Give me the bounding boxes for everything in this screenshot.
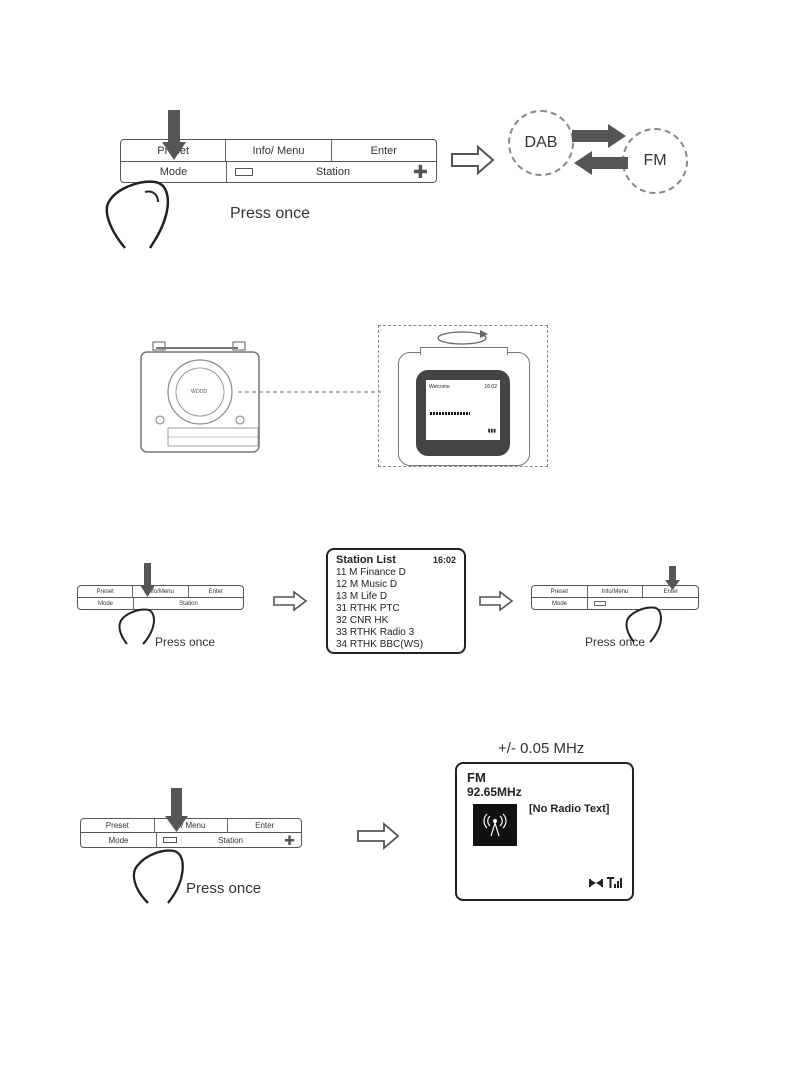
mode-label: Mode [108, 835, 129, 845]
minus-icon[interactable] [235, 168, 253, 176]
progress-bar [430, 412, 470, 415]
list-item[interactable]: 33 RTHK Radio 3 [336, 627, 415, 638]
station-control[interactable]: Station ✚ [227, 162, 436, 182]
info-menu-button[interactable]: Info/Menu [588, 586, 644, 597]
device-top-zoom [420, 347, 508, 355]
info-menu-label: Info/Menu [601, 588, 629, 595]
station-control[interactable] [588, 598, 698, 609]
fm-screen: FM 92.65MHz [No Radio Text] [455, 762, 634, 901]
preset-button[interactable]: Preset [532, 586, 588, 597]
display-screen: Welcome 16:02 ▮▮▮ [426, 380, 500, 440]
step4-control-panel: Preset 5/ Menu Enter Mode Station ✚ [80, 818, 302, 848]
preset-button[interactable]: Preset [81, 819, 155, 832]
list-item[interactable]: 32 CNR HK [336, 615, 389, 626]
enter-label: Enter [255, 821, 275, 830]
info-menu-label: Info/ Menu [252, 144, 305, 157]
arrow-right-icon [572, 124, 626, 148]
step3-instruction-left: Press once [155, 635, 216, 649]
minus-icon[interactable] [594, 601, 606, 606]
info-menu-label: Info/Menu [147, 588, 174, 595]
preset-label: Preset [105, 821, 129, 830]
radio-device [140, 341, 260, 453]
list-item[interactable]: 34 RTHK BBC(WS) [336, 639, 424, 650]
finger-icon [105, 180, 170, 249]
signal-strength-icon: ▮▮▮ [487, 428, 496, 434]
mode-button[interactable]: Mode [81, 833, 157, 847]
list-item[interactable]: 13 M Life D [336, 591, 388, 602]
mode-label: Mode [159, 166, 188, 178]
station-list-title: Station List [336, 554, 396, 566]
mode-label: Mode [97, 600, 113, 607]
broadcast-tower-icon [473, 804, 517, 846]
arrow-down-icon [665, 566, 680, 590]
enter-button[interactable]: Enter [228, 819, 301, 832]
step3-control-panel-right: Preset Info/Menu Enter Mode [531, 585, 699, 610]
step3-instruction-right: Press once [585, 635, 646, 649]
fm-radio-text: [No Radio Text] [529, 803, 610, 815]
mode-label: Mode [551, 600, 567, 607]
arrow-down-icon [140, 563, 155, 597]
signal-strength-icon [607, 877, 622, 888]
screen-title: Welcome [429, 384, 450, 390]
enter-button[interactable]: Enter [332, 140, 436, 161]
enter-label: Enter [663, 588, 678, 595]
fm-mode-circle: FM [622, 128, 688, 194]
info-menu-button[interactable]: Info/ Menu [226, 140, 332, 161]
station-label: Station [179, 600, 198, 607]
mode-button[interactable]: Mode [121, 162, 227, 182]
list-item[interactable]: 31 RTHK PTC [336, 603, 400, 614]
step1-instruction: Press once [230, 205, 311, 222]
step4-instruction: Press once [186, 880, 262, 897]
step4-caption: +/- 0.05 MHz [498, 740, 585, 757]
fm-label: FM [643, 152, 667, 169]
dab-mode-circle: DAB [508, 110, 574, 176]
arrow-right-outline-icon [451, 144, 495, 176]
preset-label: Preset [550, 588, 568, 595]
mode-button[interactable]: Mode [78, 598, 134, 609]
station-list-screen: Station List 16:02 11 M Finance D 12 M M… [326, 548, 466, 654]
minus-icon[interactable] [163, 837, 177, 843]
plus-icon[interactable]: ✚ [412, 162, 428, 182]
list-item[interactable]: 12 M Music D [336, 579, 398, 590]
arrow-down-icon [162, 110, 186, 160]
enter-label: Enter [208, 588, 223, 595]
station-control[interactable]: Station ✚ [157, 833, 301, 847]
station-list: 11 M Finance D 12 M Music D 13 M Life D … [336, 567, 423, 651]
arrow-left-icon [574, 151, 628, 175]
mode-button[interactable]: Mode [532, 598, 588, 609]
info-menu-button[interactable]: 5/ Menu [155, 819, 229, 832]
dab-label: DAB [524, 134, 558, 151]
enter-button[interactable]: Enter [643, 586, 698, 597]
device-logo: WOOD [191, 389, 208, 395]
step3-control-panel: Preset Info/Menu Enter Mode Station [77, 585, 244, 610]
enter-label: Enter [370, 144, 397, 157]
zoom-connector [238, 391, 381, 393]
rotate-icon [437, 330, 488, 345]
info-menu-label: 5/ Menu [176, 821, 206, 830]
arrow-right-outline-icon [357, 822, 400, 850]
finger-icon [625, 606, 662, 643]
finger-icon [118, 608, 155, 645]
stereo-icon [589, 879, 603, 887]
station-control[interactable]: Station [134, 598, 243, 609]
station-label: Station [315, 166, 351, 178]
enter-button[interactable]: Enter [189, 586, 243, 597]
fm-frequency: 92.65MHz [467, 785, 522, 799]
station-label: Station [218, 835, 243, 845]
plus-icon[interactable]: ✚ [284, 832, 295, 848]
zoom-frame [378, 325, 548, 467]
preset-button[interactable]: Preset [78, 586, 134, 597]
screen-time: 16:02 [484, 384, 497, 390]
info-menu-button[interactable]: Info/Menu [133, 586, 189, 597]
station-list-time: 16:02 [432, 555, 456, 565]
fm-band-label: FM [467, 770, 486, 785]
list-item[interactable]: 11 M Finance D [336, 567, 406, 578]
arrow-down-icon [165, 788, 188, 832]
arrow-right-outline-icon [479, 590, 514, 612]
arrow-right-outline-icon [273, 590, 308, 612]
preset-label: Preset [96, 588, 114, 595]
finger-icon [132, 849, 184, 904]
